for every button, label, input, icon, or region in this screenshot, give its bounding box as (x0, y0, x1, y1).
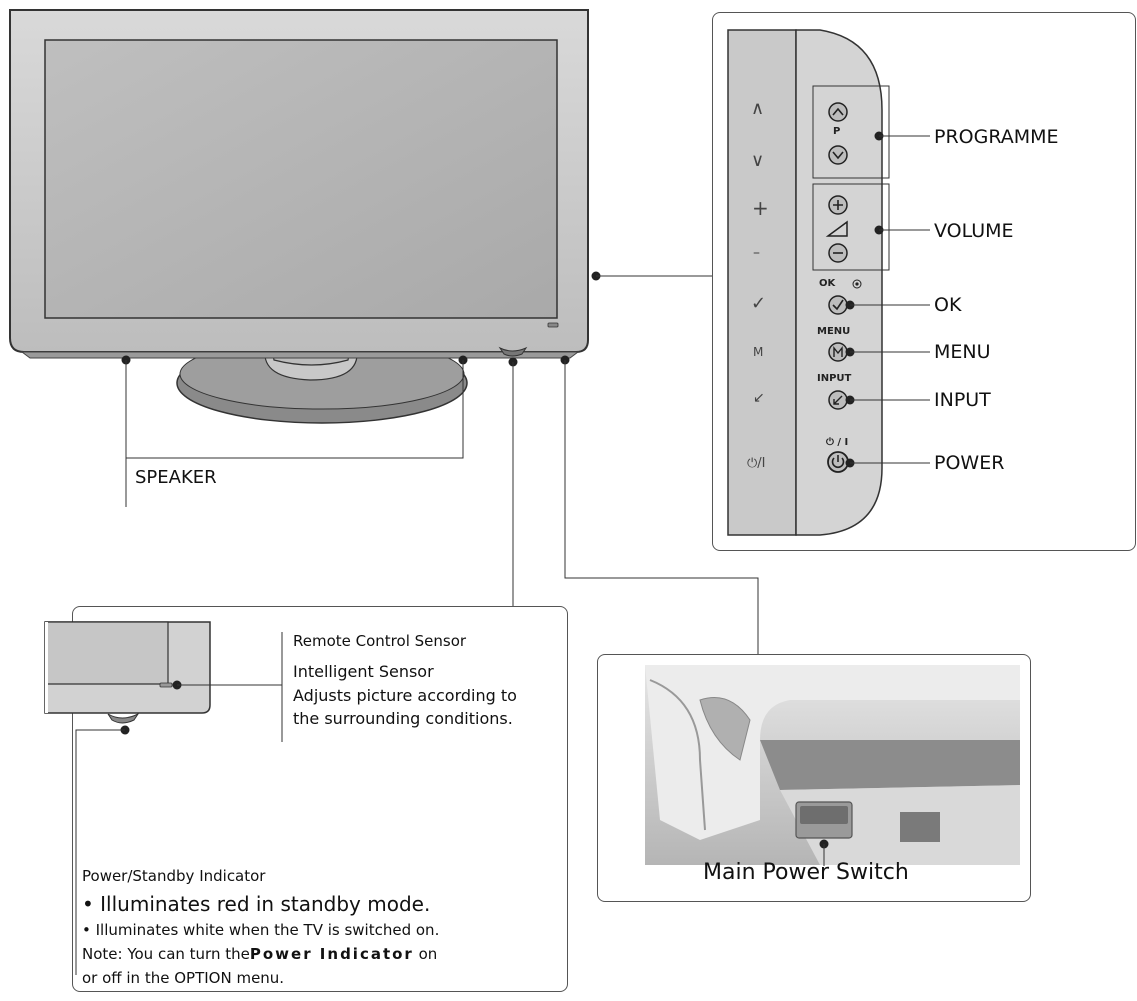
input-label: INPUT (934, 389, 991, 411)
power-label: POWER (934, 452, 1005, 474)
side-glyph-menu: M (753, 345, 764, 359)
side-glyph-up: ∧ (751, 98, 765, 119)
side-glyph-power: ⏻/I (747, 456, 766, 471)
menu-label: MENU (934, 341, 991, 363)
programme-up-button[interactable] (828, 102, 848, 122)
menu-button[interactable] (828, 342, 848, 362)
note-prefix: Note: You can turn the (82, 945, 250, 963)
menu-caption: MENU (817, 326, 851, 337)
volume-label: VOLUME (934, 220, 1014, 242)
standby-indicator-title: Power/Standby Indicator (82, 867, 266, 885)
tv-screen (44, 39, 558, 319)
standby-bullet-1: • Illuminates red in standby mode. (82, 892, 431, 916)
input-caption: INPUT (817, 373, 852, 384)
power-caption: ⏻ / I (826, 437, 849, 448)
side-glyph-check: ✓ (751, 293, 767, 314)
standby-note: Note: You can turn thePower Indicator on (82, 944, 437, 964)
volume-icon (825, 220, 848, 237)
programme-caption: P (833, 126, 841, 137)
adjusts-line2: the surrounding conditions. (293, 709, 513, 728)
volume-up-button[interactable] (828, 195, 848, 215)
note-suffix: on (413, 945, 438, 963)
ok-dot-icon (852, 279, 862, 289)
standby-bullet-2: • Illuminates white when the TV is switc… (82, 921, 440, 939)
remote-sensor-window (547, 322, 559, 328)
main-power-switch-label: Main Power Switch (703, 860, 909, 885)
intelligent-sensor-label: Intelligent Sensor (293, 662, 434, 681)
speaker-label: SPEAKER (135, 467, 217, 488)
programme-label: PROGRAMME (934, 126, 1059, 148)
ok-button[interactable] (828, 295, 848, 315)
volume-down-button[interactable] (828, 243, 848, 263)
side-glyph-down: ∨ (751, 150, 765, 171)
remote-sensor-label: Remote Control Sensor (293, 632, 467, 650)
side-glyph-input: ↙ (753, 390, 765, 406)
adjusts-line1: Adjusts picture according to (293, 686, 517, 705)
programme-down-button[interactable] (828, 145, 848, 165)
side-glyph-plus: + (752, 196, 769, 220)
power-button[interactable] (827, 451, 849, 473)
side-glyph-minus: – (753, 245, 760, 261)
power-indicator-notch (498, 346, 528, 357)
note-emphasis: Power Indicator (249, 945, 414, 963)
ok-label: OK (934, 294, 962, 316)
standby-note-line2: or off in the OPTION menu. (82, 969, 285, 987)
ok-caption: OK (819, 278, 836, 289)
